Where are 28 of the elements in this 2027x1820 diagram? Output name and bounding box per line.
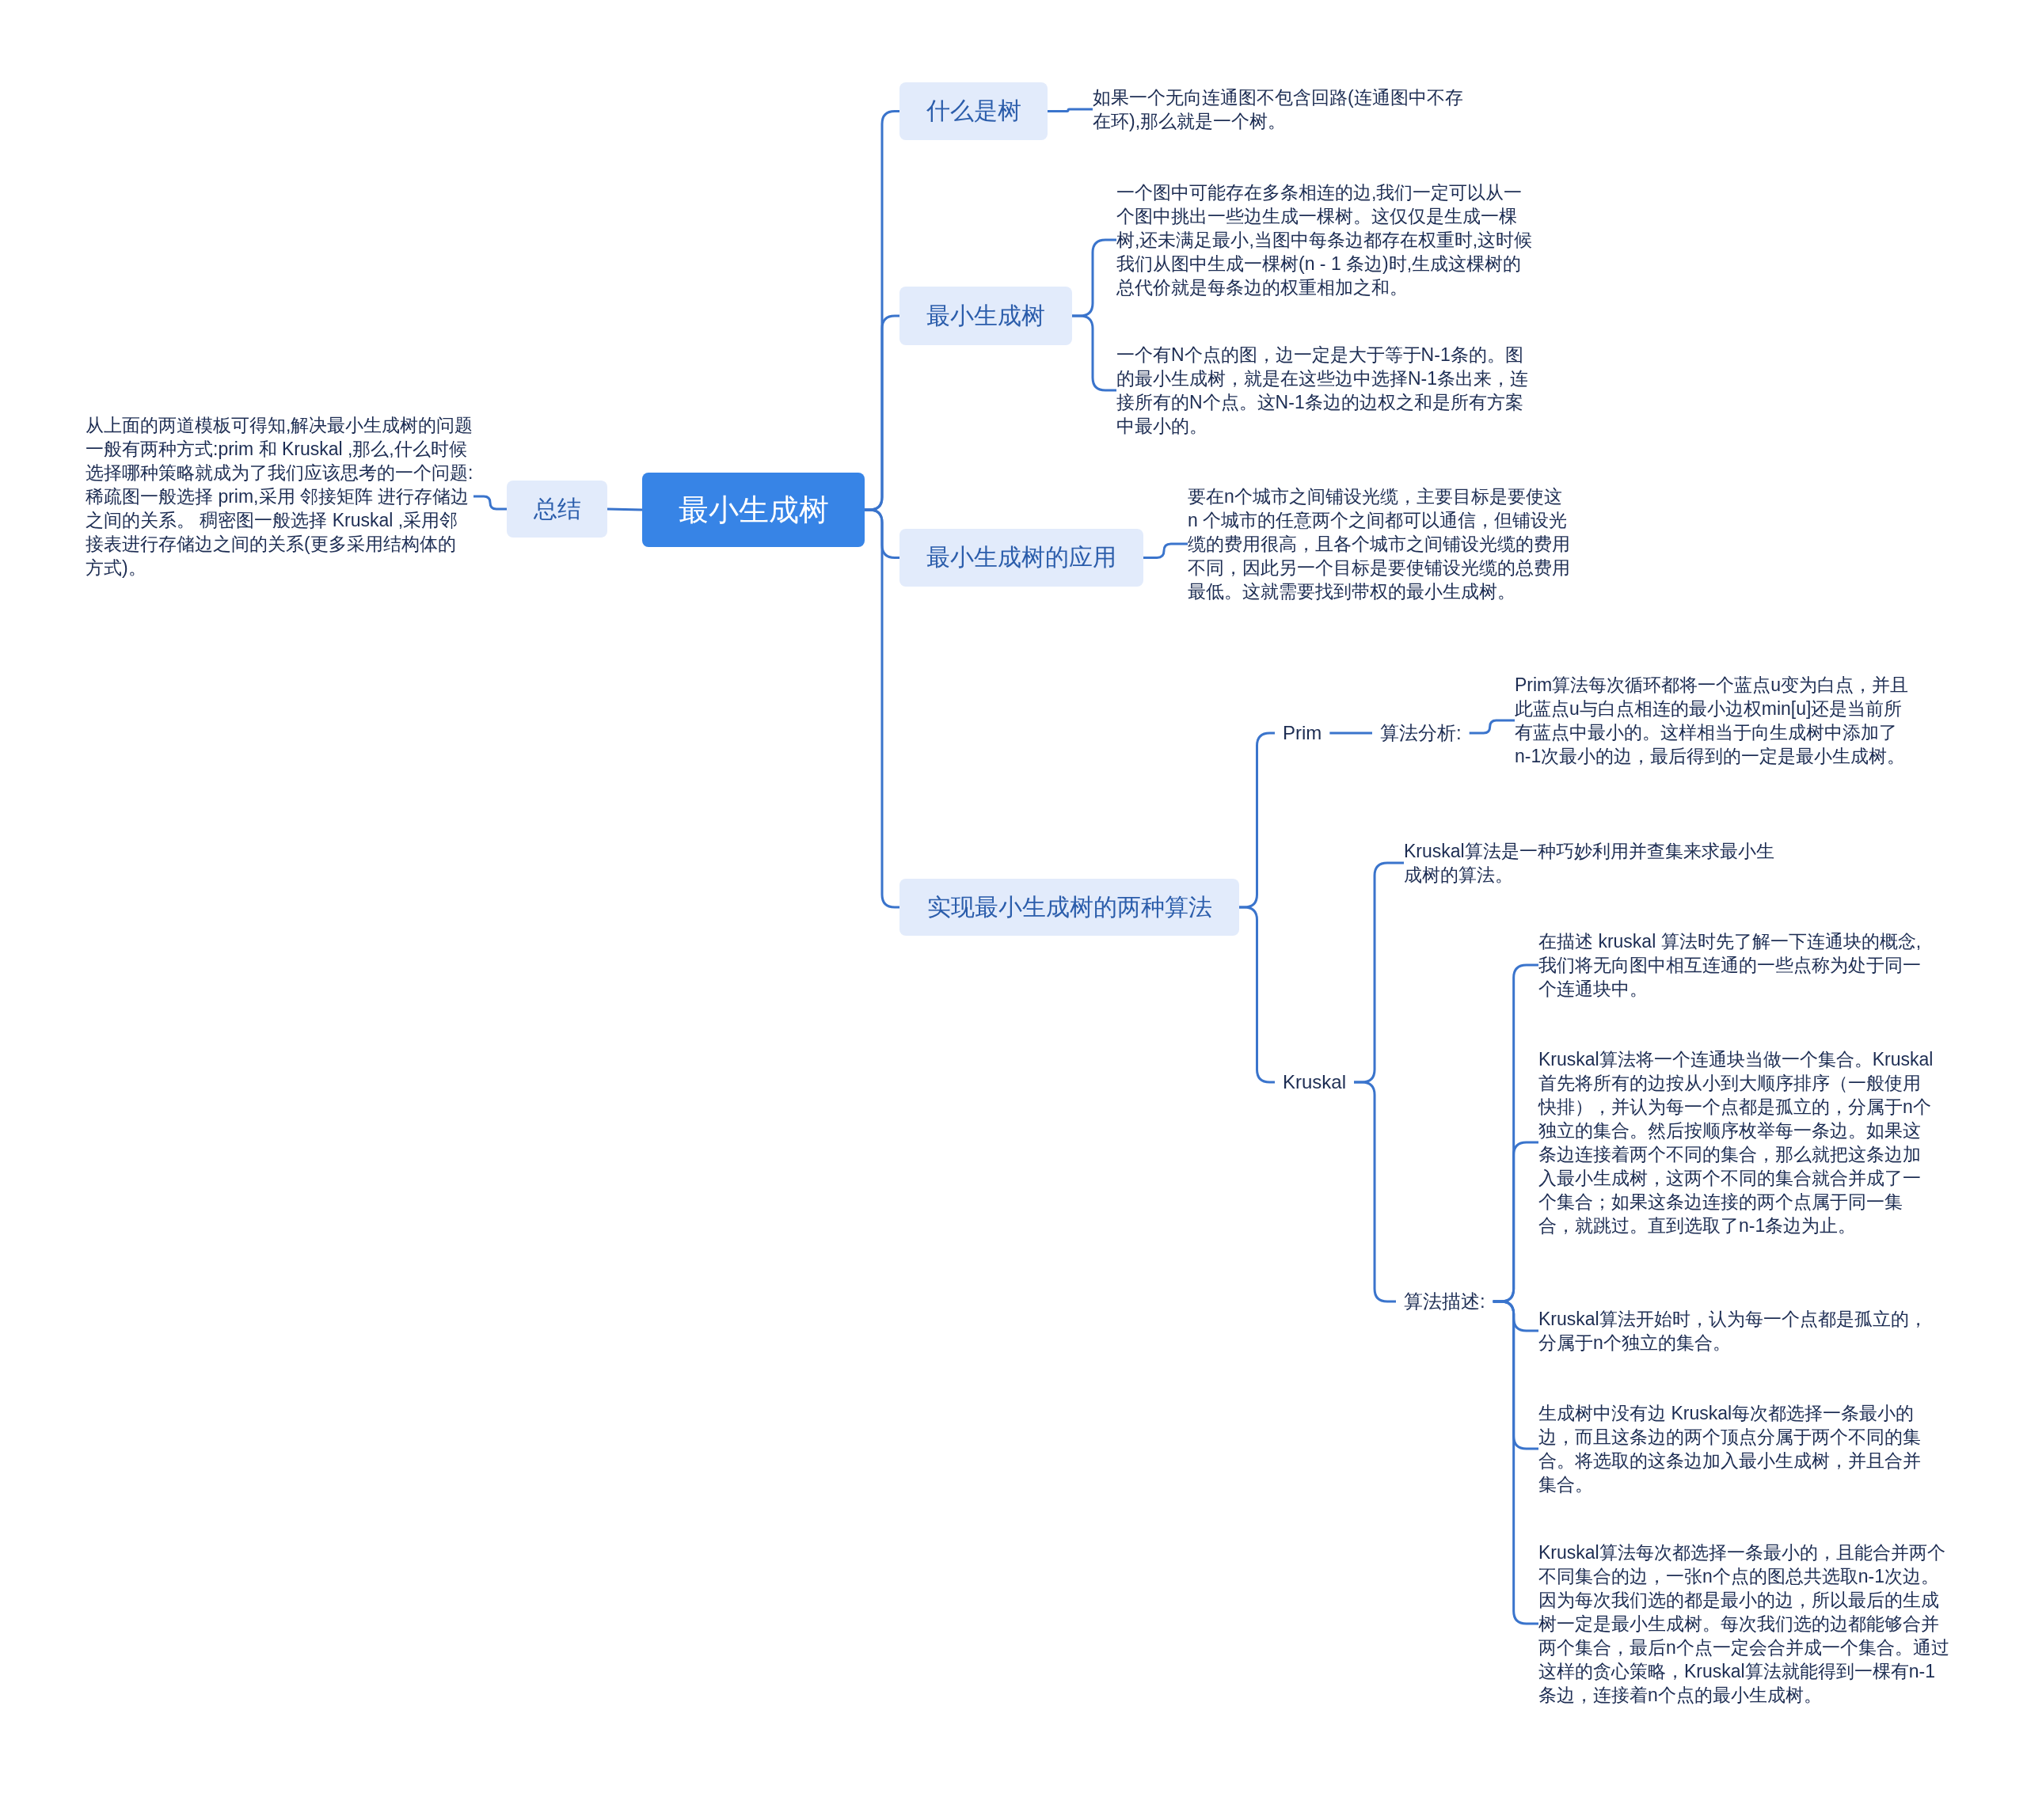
note-text: 一个有N个点的图，边一定是大于等于N-1条的。图的最小生成树，就是在这些边中选择N-1条出来，连接所有的N个点。这N-1条边的边权之和是所有方案中最小的。	[1116, 343, 1536, 438]
branch-connector	[1143, 542, 1188, 559]
topic-box: 实现最小生成树的两种算法	[899, 879, 1239, 936]
note-text: 生成树中没有边 Kruskal每次都选择一条最小的边，而且这条边的两个顶点分属于两个不同的集合。将选取的这条边加入最小生成树，并且合并集合。	[1538, 1401, 1934, 1496]
topic-box: 什么是树	[899, 82, 1048, 140]
note-text: 一个图中可能存在多条相连的边,我们一定可以从一个图中挑出一些边生成一棵树。这仅仅是生成一棵树,还未满足最小,当图中每条边都存在权重时,这时候我们从图中生成一棵树(n - 1 条边)时,生成这棵树的总代价就是每条边的权重相加之和。	[1116, 180, 1536, 299]
topic-box: 总结	[507, 481, 607, 538]
note-text: 在描述 kruskal 算法时先了解一下连通块的概念, 我们将无向图中相互连通的一些点称为处于同一个连通块中。	[1538, 929, 1934, 1001]
note-text: 要在n个城市之间铺设光缆，主要目标是要使这 n 个城市的任意两个之间都可以通信，但铺设光缆的费用很高，且各个城市之间铺设光缆的费用不同，因此另一个目标是要使铺设光缆的总费用最低。这就需要找到带权的最小生成树。	[1188, 484, 1576, 603]
topic-label: Prim	[1275, 720, 1330, 746]
branch-connector	[1469, 719, 1515, 735]
note-text: Kruskal算法将一个连通块当做一个集合。Kruskal首先将所有的边按从小到大顺序排序（一般使用快排），并认为每一个点都是孤立的，分属于n个独立的集合。然后按顺序枚举每一条边。如果这条边连接着两个不同的集合，那么就把这条边加入最小生成树，这两个不同的集合就合并成了一个集合；如果这条边连接的两个点属于同一集合，就跳过。直到选取了n-1条边为止。	[1538, 1047, 1934, 1237]
topic-label: 算法分析:	[1372, 720, 1470, 746]
note-text: Kruskal算法开始时，认为每一个点都是孤立的，分属于n个独立的集合。	[1538, 1307, 1934, 1355]
branch-connector	[1329, 731, 1372, 735]
topic-label: Kruskal	[1275, 1070, 1355, 1095]
central-topic-box: 最小生成树	[642, 473, 865, 547]
branch-connector	[473, 495, 507, 511]
note-text: Kruskal算法是一种巧妙利用并查集来求最小生成树的算法。	[1404, 839, 1784, 887]
topic-box: 最小生成树	[899, 287, 1072, 345]
topic-label: 算法描述:	[1396, 1289, 1493, 1314]
note-text: Kruskal算法每次都选择一条最小的，且能合并两个不同集合的边，一张n个点的图总共选取n-1次边。因为每次我们选的都是最小的边，所以最后的生成树一定是最小生成树。每次我们选的边都能够合并两个集合，最后n个点一定会合并成一个集合。通过这样的贪心策略，Kruskal算法就能得到一棵有n-1条边，连接着n个点的最小生成树。	[1538, 1541, 1950, 1707]
branch-connector	[1048, 108, 1093, 112]
branch-connector	[607, 507, 643, 511]
note-text: 从上面的两道模板可得知,解决最小生成树的问题一般有两种方式:prim 和 Kruskal ,那么,什么时候选择哪种策略就成为了我们应该思考的一个问题: 稀疏图一般选择 prim,采用 邻接矩阵 进行存储边之间的关系。 稠密图一般选择 Kruskal ,采用邻接表进行存储边之间的关系(更多采用结构体的方式)。	[86, 413, 473, 579]
note-text: 如果一个无向连通图不包含回路(连通图中不存在环),那么就是一个树。	[1093, 85, 1473, 133]
topic-box: 最小生成树的应用	[899, 529, 1143, 587]
note-text: Prim算法每次循环都将一个蓝点u变为白点，并且此蓝点u与白点相连的最小边权min[u]还是当前所有蓝点中最小的。这样相当于向生成树中添加了n-1次最小的边，最后得到的一定是最小生成树。	[1515, 673, 1911, 768]
